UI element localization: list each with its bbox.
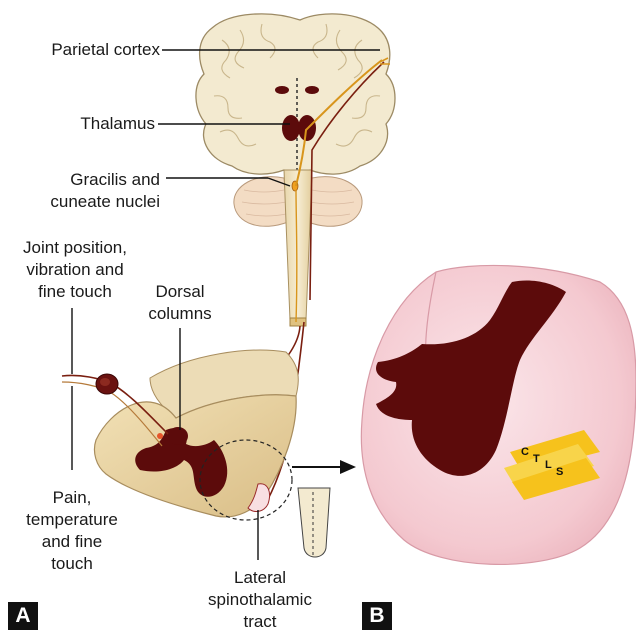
brain-outline [196, 14, 395, 175]
label-pain-2: temperature [20, 510, 124, 530]
panel-b-cord [361, 265, 636, 564]
label-pain-1: Pain, [20, 488, 124, 508]
label-dorsal-1: Dorsal [130, 282, 230, 302]
dorsal-column-fiber [296, 190, 297, 322]
spinal-cord-section [94, 350, 298, 517]
ganglion-cell [100, 378, 110, 386]
dorsal-horn-bulge [168, 427, 188, 445]
pons-left [234, 177, 288, 227]
label-gracilis-1: Gracilis and [0, 170, 160, 190]
label-thalamus: Thalamus [0, 114, 155, 134]
label-pain-3: and fine [20, 532, 124, 552]
ventricle-right [305, 86, 319, 94]
cord-segment-icon [298, 488, 330, 557]
thalamus-left [282, 115, 300, 141]
label-lateral-2: spinothalamic [198, 590, 322, 610]
zoom-arrow-head [340, 460, 356, 474]
segment-l: L [545, 459, 552, 471]
label-joint-2: vibration and [0, 260, 150, 280]
panel-label-b: B [362, 602, 392, 630]
label-dorsal-2: columns [130, 304, 230, 324]
pons-right [308, 177, 362, 227]
panel-label-a: A [8, 602, 38, 630]
label-joint-3: fine touch [0, 282, 150, 302]
synapse-dot [157, 433, 163, 439]
brain [196, 14, 395, 326]
label-lateral-1: Lateral [198, 568, 322, 588]
label-parietal-cortex: Parietal cortex [0, 40, 160, 60]
segment-s: S [556, 466, 563, 478]
label-lateral-3: tract [198, 612, 322, 632]
brainstem [284, 170, 312, 320]
ventricle-left [275, 86, 289, 94]
segment-t: T [533, 453, 540, 465]
segment-c: C [521, 446, 529, 458]
label-joint-1: Joint position, [0, 238, 150, 258]
label-gracilis-2: cuneate nuclei [0, 192, 160, 212]
label-pain-4: touch [20, 554, 124, 574]
